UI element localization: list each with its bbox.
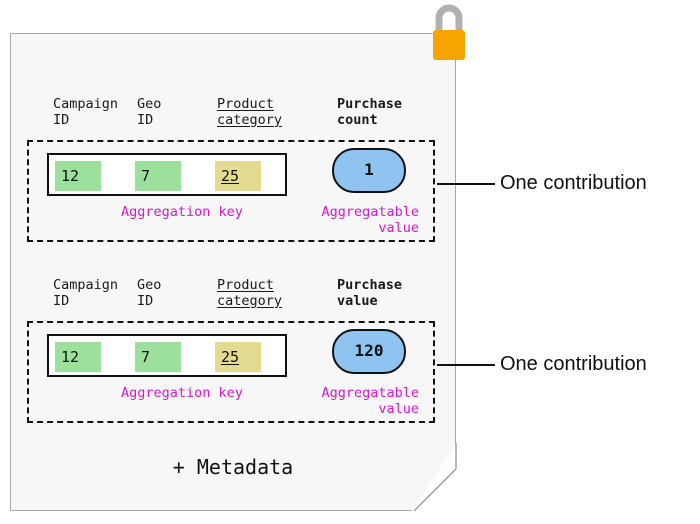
padlock-icon (433, 4, 465, 60)
column-headers-1: Campaign ID Geo ID Product category Purc… (27, 96, 435, 140)
encrypted-report-page (10, 33, 456, 511)
key-cell-campaign-id-1: 12 (55, 161, 101, 191)
callout-label-2: One contribution (500, 353, 647, 375)
aggregation-key-strip-2: 12 7 25 (47, 334, 287, 377)
aggregation-key-label-1: Aggregation key (121, 204, 243, 220)
aggregation-key-strip-1: 12 7 25 (47, 153, 287, 196)
aggregation-key-label-2: Aggregation key (121, 385, 243, 401)
column-headers-2: Campaign ID Geo ID Product category Purc… (27, 277, 435, 321)
header-product-category-1: Product category (217, 96, 283, 128)
header-geo-id-2: Geo ID (137, 277, 162, 309)
aggregatable-value-label-1: Aggregatable value (321, 204, 419, 236)
key-cell-campaign-id-2: 12 (55, 342, 101, 372)
callout-line-2 (437, 364, 495, 366)
metadata-label: + Metadata (172, 455, 294, 479)
header-product-category-2: Product category (217, 277, 283, 309)
header-geo-id-1: Geo ID (137, 96, 162, 128)
callout-label-1: One contribution (500, 172, 647, 194)
aggregatable-value-pill-2: 120 (332, 329, 406, 374)
key-cell-product-category-2: 25 (215, 342, 261, 372)
header-campaign-id-1: Campaign ID (53, 96, 119, 128)
contribution-outline-2: 12 7 25 120 Aggregation key Aggregatable… (27, 321, 435, 423)
aggregatable-value-pill-1: 1 (332, 148, 406, 193)
header-measure-1: Purchase count (337, 96, 403, 128)
callout-line-1 (437, 183, 495, 185)
header-campaign-id-2: Campaign ID (53, 277, 119, 309)
contribution-block-1: Campaign ID Geo ID Product category Purc… (27, 96, 435, 242)
contribution-outline-1: 12 7 25 1 Aggregation key Aggregatable v… (27, 140, 435, 242)
key-cell-geo-id-2: 7 (135, 342, 181, 372)
key-cell-product-category-1: 25 (215, 161, 261, 191)
aggregatable-value-label-2: Aggregatable value (321, 385, 419, 417)
key-cell-geo-id-1: 7 (135, 161, 181, 191)
header-measure-2: Purchase value (337, 277, 403, 309)
contribution-block-2: Campaign ID Geo ID Product category Purc… (27, 277, 435, 423)
